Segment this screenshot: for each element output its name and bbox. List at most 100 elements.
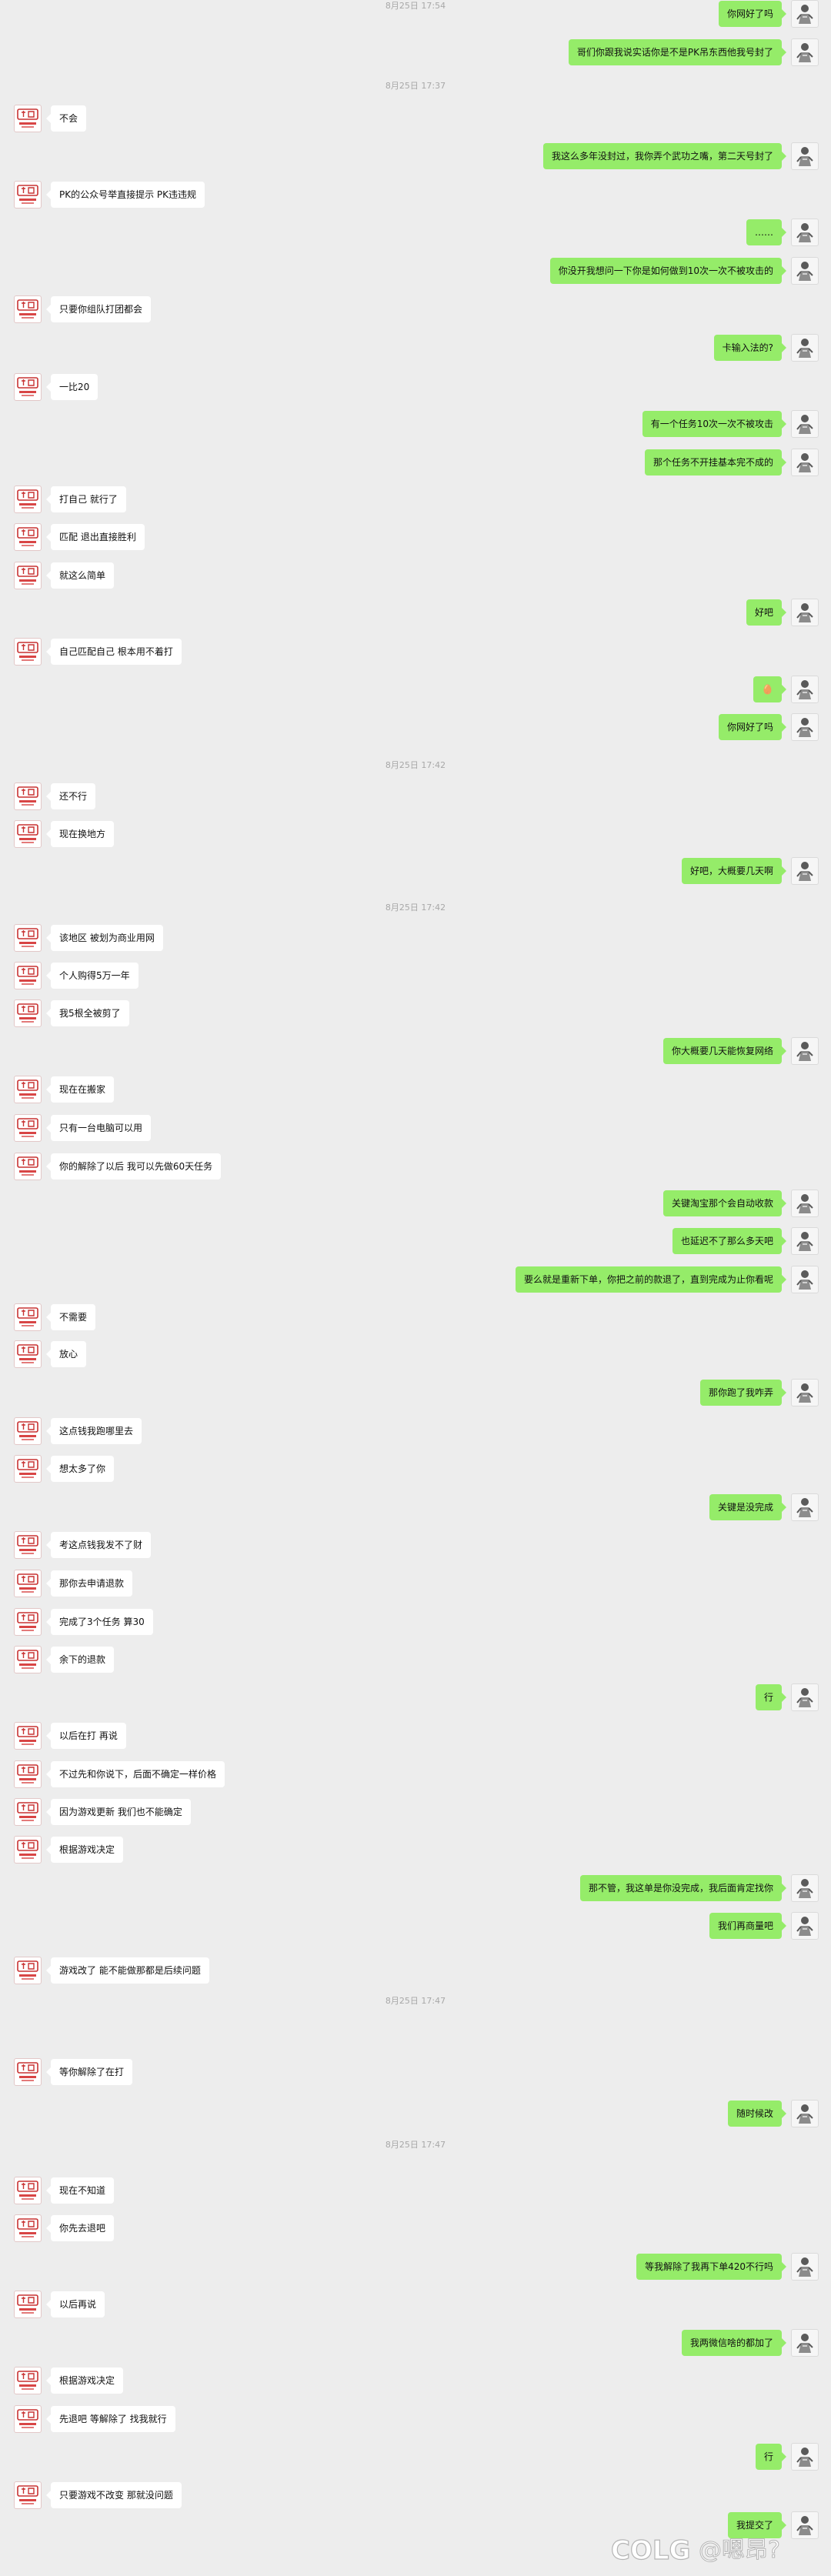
message-bubble[interactable]: 卡输入法的? — [713, 335, 787, 361]
contact-avatar[interactable] — [14, 2177, 42, 2204]
self-avatar[interactable] — [791, 857, 819, 885]
contact-avatar[interactable] — [14, 373, 42, 401]
message-bubble[interactable]: 不会 — [45, 105, 87, 132]
contact-avatar[interactable] — [14, 1957, 42, 1984]
contact-avatar[interactable] — [14, 1608, 42, 1636]
message-bubble[interactable]: 只有一台电脑可以用 — [45, 1115, 152, 1141]
message-bubble[interactable]: 一比20 — [45, 374, 98, 400]
contact-avatar[interactable] — [14, 1417, 42, 1445]
message-bubble[interactable]: 自己匹配自己 根本用不着打 — [46, 639, 182, 665]
contact-avatar[interactable] — [14, 105, 42, 132]
message-bubble[interactable]: 该地区 被划为商业用网 — [46, 925, 163, 951]
message-bubble[interactable]: 想太多了你 — [45, 1456, 115, 1482]
message-bubble[interactable]: 哥们你跟我说实话你是不是PK吊东西他我号封了 — [568, 39, 787, 65]
contact-avatar[interactable] — [14, 2291, 42, 2318]
message-bubble[interactable]: 放心 — [45, 1341, 87, 1367]
contact-avatar[interactable] — [14, 1340, 42, 1368]
message-bubble[interactable]: 打自己 就行了 — [46, 486, 126, 512]
contact-avatar[interactable] — [14, 2214, 42, 2242]
contact-avatar[interactable] — [14, 1760, 42, 1788]
contact-avatar[interactable] — [14, 2367, 42, 2394]
self-avatar[interactable] — [791, 599, 819, 626]
contact-avatar[interactable] — [14, 1570, 42, 1597]
message-bubble[interactable]: 完成了3个任务 算30 — [46, 1609, 153, 1635]
contact-avatar[interactable] — [14, 2481, 42, 2509]
contact-avatar[interactable] — [14, 2058, 42, 2086]
contact-avatar[interactable] — [14, 1153, 42, 1180]
message-bubble[interactable]: 行 — [755, 2444, 787, 2470]
message-bubble[interactable]: 好吧，大概要几天啊 — [681, 858, 787, 884]
self-avatar[interactable] — [791, 2511, 819, 2539]
self-avatar[interactable] — [791, 38, 819, 66]
message-bubble[interactable]: 就这么简单 — [45, 562, 115, 589]
self-avatar[interactable] — [791, 449, 819, 476]
message-bubble[interactable]: 现在在搬家 — [45, 1076, 115, 1103]
message-bubble[interactable]: 你大概要几天能恢复网络 — [662, 1038, 787, 1064]
message-bubble[interactable]: 我提交了 — [727, 2512, 787, 2538]
message-bubble[interactable]: 余下的退款 — [45, 1647, 115, 1673]
contact-avatar[interactable] — [14, 1303, 42, 1331]
message-bubble[interactable]: 那你去申请退款 — [45, 1570, 133, 1597]
message-bubble[interactable]: 只要游戏不改变 那就没问题 — [46, 2482, 182, 2508]
message-bubble[interactable]: 你网好了吗 — [718, 1, 787, 27]
contact-avatar[interactable] — [14, 638, 42, 666]
message-bubble[interactable]: 你网好了吗 — [718, 714, 787, 740]
contact-avatar[interactable] — [14, 2405, 42, 2433]
message-bubble[interactable]: 那你跑了我咋弄 — [699, 1380, 787, 1406]
message-bubble[interactable]: 也延迟不了那么多天吧 — [672, 1228, 787, 1254]
contact-avatar[interactable] — [14, 1836, 42, 1864]
message-bubble[interactable]: 考这点钱我发不了财 — [45, 1532, 152, 1558]
message-bubble[interactable]: PK的公众号举直接提示 PK违违规 — [45, 182, 205, 208]
self-avatar[interactable] — [791, 1379, 819, 1406]
message-bubble[interactable]: 不过先和你说下，后面不确定一样价格 — [45, 1761, 225, 1787]
message-bubble[interactable]: 这点钱我跑哪里去 — [45, 1418, 142, 1444]
contact-avatar[interactable] — [14, 1531, 42, 1559]
message-bubble[interactable]: 根据游戏决定 — [45, 1837, 124, 1863]
self-avatar[interactable] — [791, 713, 819, 741]
message-bubble[interactable]: 不需要 — [45, 1304, 96, 1330]
self-avatar[interactable] — [791, 2443, 819, 2471]
self-avatar[interactable] — [791, 2253, 819, 2281]
contact-avatar[interactable] — [14, 295, 42, 323]
message-bubble[interactable]: 现在换地方 — [45, 821, 115, 847]
message-bubble[interactable]: 以后在打 再说 — [46, 1723, 126, 1749]
message-bubble[interactable]: 我们再商量吧 — [709, 1913, 787, 1939]
message-bubble[interactable]: 匹配 退出直接胜利 — [46, 524, 145, 550]
contact-avatar[interactable] — [14, 181, 42, 209]
self-avatar[interactable] — [791, 219, 819, 246]
message-bubble[interactable]: 我这么多年没封过，我你弄个武功之嘴，第二天号封了 — [542, 143, 787, 169]
self-avatar[interactable] — [791, 257, 819, 285]
contact-avatar[interactable] — [14, 1798, 42, 1826]
message-bubble[interactable]: 那不管，我这单是你没完成，我后面肯定找你 — [579, 1875, 787, 1901]
contact-avatar[interactable] — [14, 486, 42, 513]
contact-avatar[interactable] — [14, 1114, 42, 1142]
self-avatar[interactable] — [791, 1683, 819, 1711]
contact-avatar[interactable] — [14, 924, 42, 952]
self-avatar[interactable] — [791, 676, 819, 703]
message-bubble[interactable]: 你先去退吧 — [45, 2215, 115, 2241]
message-bubble[interactable]: 行 — [755, 1684, 787, 1710]
self-avatar[interactable] — [791, 410, 819, 438]
self-avatar[interactable] — [791, 1266, 819, 1293]
message-bubble[interactable]: 你没开我想问一下你是如何做到10次一次不被攻击的 — [549, 258, 787, 284]
self-avatar[interactable] — [791, 2100, 819, 2127]
self-avatar[interactable] — [791, 1874, 819, 1902]
self-avatar[interactable] — [791, 1912, 819, 1940]
contact-avatar[interactable] — [14, 1646, 42, 1673]
message-bubble[interactable]: 🥚 — [753, 676, 786, 702]
contact-avatar[interactable] — [14, 999, 42, 1027]
message-bubble[interactable]: 要么就是重新下单，你把之前的款退了，直到完成为止你看呢 — [515, 1266, 787, 1293]
message-bubble[interactable]: 根据游戏决定 — [45, 2367, 124, 2394]
self-avatar[interactable] — [791, 334, 819, 362]
message-bubble[interactable]: 我5根全被剪了 — [46, 1000, 129, 1026]
self-avatar[interactable] — [791, 142, 819, 170]
message-bubble[interactable]: 好吧 — [746, 599, 787, 626]
message-bubble[interactable]: 那个任务不开挂基本完不成的 — [644, 449, 787, 475]
contact-avatar[interactable] — [14, 820, 42, 848]
message-bubble[interactable]: 现在不知道 — [45, 2177, 115, 2204]
contact-avatar[interactable] — [14, 1455, 42, 1483]
self-avatar[interactable] — [791, 1227, 819, 1255]
self-avatar[interactable] — [791, 0, 819, 28]
message-bubble[interactable]: …… — [746, 219, 786, 245]
